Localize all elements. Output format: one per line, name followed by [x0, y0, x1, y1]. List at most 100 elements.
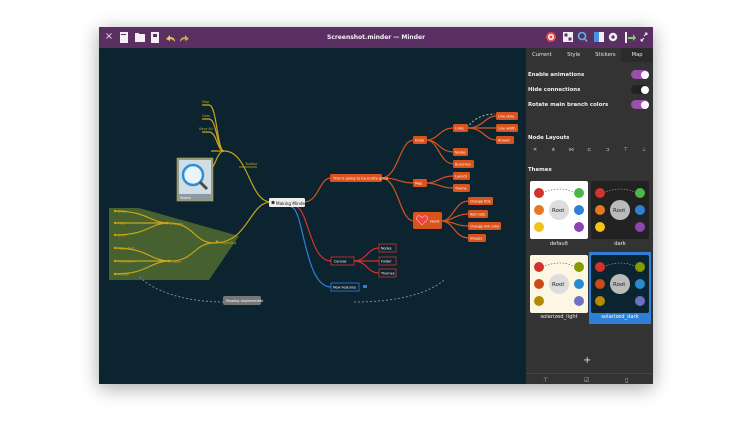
layout-left-icon[interactable]: ⊏ — [583, 147, 595, 155]
node-arrows-label: Arrows — [498, 139, 510, 143]
tab-stickers[interactable]: Stickers — [590, 48, 622, 62]
leaf-dot-svg — [114, 210, 116, 212]
export-icon[interactable] — [625, 32, 636, 43]
conn-root-main — [304, 178, 331, 202]
theme-dot — [595, 188, 605, 198]
leaf-dot-jpeg — [114, 234, 116, 236]
leaf-dot-png — [114, 222, 116, 224]
window-title: Screenshot.minder — Minder — [299, 27, 453, 48]
search-icon[interactable] — [579, 33, 588, 42]
gear-icon[interactable] — [609, 33, 617, 41]
sidebar-icon[interactable] — [594, 32, 604, 42]
hide-connections-toggle[interactable] — [631, 85, 649, 94]
theme-solarized-light-root-label: Root — [552, 282, 565, 288]
text-size-icon[interactable]: ⊤ — [543, 377, 548, 384]
conn-root-toolbar — [211, 151, 271, 202]
tab-map[interactable]: Map — [621, 48, 653, 62]
theme-dot — [574, 222, 584, 232]
titlebar: × Screenshot.minder — Minder — [99, 27, 653, 48]
fullscreen-icon[interactable] — [641, 33, 647, 41]
theme-dot — [574, 262, 584, 272]
theme-dark[interactable]: Root — [591, 181, 649, 239]
tab-current[interactable]: Current — [526, 48, 558, 62]
theme-default[interactable]: Root — [530, 181, 588, 239]
theme-dot — [534, 222, 544, 232]
close-icon[interactable]: × — [102, 30, 116, 44]
theme-dot — [534, 188, 544, 198]
leaf-dot-markdown — [114, 260, 116, 262]
conn-canvas-nodes — [354, 248, 379, 261]
conn-map-launch — [426, 176, 454, 183]
theme-dot — [534, 296, 544, 306]
layout-vertical-icon[interactable]: ⋔ — [547, 147, 559, 155]
theme-dot — [595, 205, 605, 215]
node-canvas-label: Canvas — [334, 260, 347, 264]
theme-dot — [635, 205, 645, 215]
theme-solarized-light-preview: Root — [530, 255, 588, 313]
right-toolbar — [545, 31, 649, 44]
node-changetitle-label: Change title — [470, 200, 491, 204]
redo-icon[interactable] — [180, 35, 189, 42]
layout-up-icon[interactable]: ⊤ — [620, 147, 632, 155]
node-image-label: Search — [180, 196, 191, 200]
theme-dot — [534, 262, 544, 272]
theme-dot — [635, 279, 645, 289]
layout-down-icon[interactable]: ⊥ — [638, 147, 650, 155]
conn-dashed-1 — [354, 280, 444, 302]
mindmap-canvas[interactable]: Making Minder This is going to be pretty… — [99, 48, 526, 384]
mindmap: Making Minder This is going to be pretty… — [99, 48, 526, 384]
theme-dot — [574, 279, 584, 289]
theme-dashed-link — [606, 263, 634, 266]
node-folder-label: Folder — [381, 260, 392, 264]
leaf-markdown-label: Markdown — [118, 260, 136, 264]
node-map-yellow-label: Map — [202, 100, 209, 104]
conn-canvas-themes — [354, 261, 379, 273]
left-toolbar — [119, 31, 191, 44]
open-folder-icon[interactable] — [135, 33, 145, 42]
save-icon[interactable] — [151, 32, 159, 43]
node-other-label: Other — [172, 260, 182, 264]
add-theme-button[interactable]: + — [583, 355, 591, 366]
theme-dashed-link — [545, 263, 573, 266]
theme-dot — [574, 188, 584, 198]
theme-dot — [595, 296, 605, 306]
new-file-icon[interactable] — [120, 32, 128, 43]
note-icon — [363, 285, 367, 288]
panel-icon[interactable]: ▯ — [625, 377, 628, 384]
tab-style[interactable]: Style — [558, 48, 590, 62]
node-branches-label: Branches — [455, 163, 471, 167]
node-opts-label: Opts — [202, 114, 210, 118]
root-dot — [271, 201, 274, 204]
leaf-marktext-label: Mark Text — [118, 247, 135, 251]
conn-map-theme — [426, 183, 454, 188]
node-themes-label: Themes — [380, 272, 395, 276]
conn-main-heart — [381, 178, 414, 221]
theme-dark-label: dark — [589, 241, 651, 247]
target-icon[interactable] — [546, 32, 556, 42]
conn-main-undo — [381, 140, 414, 178]
node-heart-label: Heart — [430, 220, 440, 224]
theme-dot — [595, 262, 605, 272]
rotate-colors-toggle[interactable] — [631, 100, 649, 109]
leaf-png-label: PNG — [118, 222, 126, 226]
layout-right-icon[interactable]: ⊐ — [602, 147, 614, 155]
node-newfeatures-label: New Features — [333, 286, 356, 290]
node-theme-label: Theme — [454, 187, 467, 191]
undo-icon[interactable] — [166, 35, 175, 42]
enable-animations-toggle[interactable] — [631, 70, 649, 79]
conn-links-linestyle — [467, 116, 497, 128]
layout-manual-icon[interactable]: ✕ — [529, 147, 541, 155]
grid-icon[interactable] — [563, 32, 573, 42]
node-floating-label: Possibly implemented — [226, 299, 263, 303]
node-saveall-label: Save All — [199, 127, 213, 131]
theme-solarized-dark-label: solarized_dark — [589, 314, 651, 320]
toggle-knob — [641, 71, 649, 79]
node-addnote-label: Add note — [470, 213, 485, 217]
bottom-divider — [526, 373, 653, 374]
theme-solarized-dark[interactable]: Root — [591, 255, 649, 313]
theme-dashed-link — [545, 189, 573, 192]
layout-horizontal-icon[interactable]: ⋈ — [565, 147, 577, 155]
theme-solarized-light[interactable]: Root — [530, 255, 588, 313]
rotate-colors-label: Rotate main branch colors — [528, 102, 608, 108]
checkbox-icon[interactable]: ☑ — [584, 377, 589, 384]
